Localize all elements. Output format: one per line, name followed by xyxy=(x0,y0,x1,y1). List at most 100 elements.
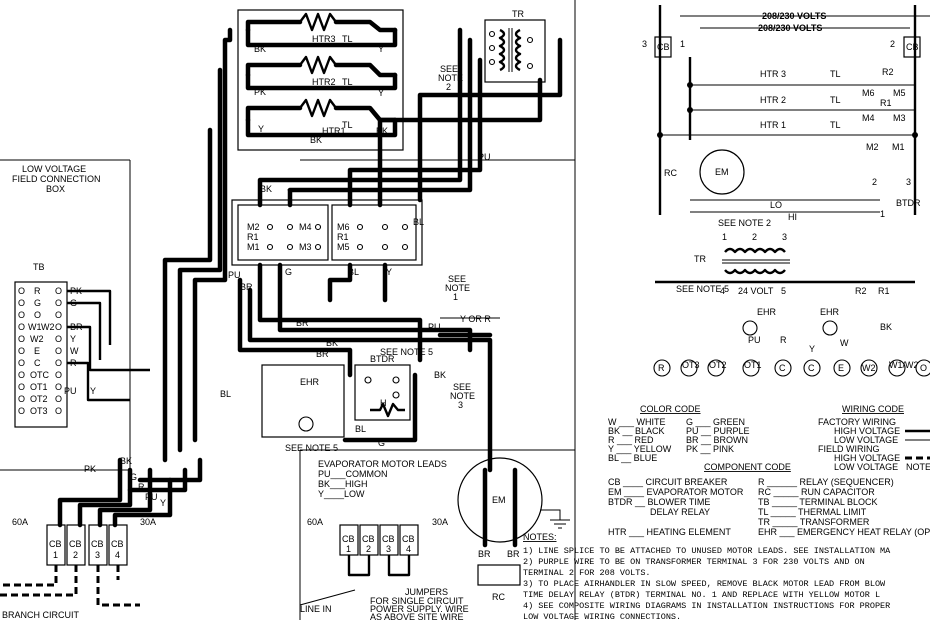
svg-text:O: O xyxy=(18,406,25,416)
transformer-coil xyxy=(498,28,522,72)
svg-text:O: O xyxy=(18,298,25,308)
svg-text:3: 3 xyxy=(458,400,463,410)
notes-title: NOTES: xyxy=(523,532,557,542)
svg-text:3) TO PLACE AIRHANDLER IN SLOW: 3) TO PLACE AIRHANDLER IN SLOW SPEED, RE… xyxy=(523,579,886,589)
wire-label-pu: PU xyxy=(145,492,158,502)
label-see-note-2: SEE NOTE 2 xyxy=(718,218,771,228)
cb-left xyxy=(654,36,672,58)
svg-text:G: G xyxy=(34,298,41,308)
svg-text:EHR: EHR xyxy=(820,307,840,317)
svg-text:CB: CB xyxy=(111,539,124,549)
svg-text:OT3: OT3 xyxy=(30,406,48,416)
label-r1: R1 xyxy=(247,232,259,242)
label-bk-high: BK___HIGH xyxy=(318,479,368,489)
svg-text:C: C xyxy=(808,363,815,373)
heater-htr1: Y HTR1 TL BK BK xyxy=(245,98,398,145)
svg-text:LOW VOLTAGE: LOW VOLTAGE xyxy=(834,435,898,445)
label-rc: RC xyxy=(492,592,505,602)
em-motor-icon xyxy=(699,149,745,195)
svg-text:1: 1 xyxy=(346,544,351,554)
svg-text:BR __ BROWN: BR __ BROWN xyxy=(686,435,748,445)
wire-label-y: Y xyxy=(386,267,392,277)
svg-text:2) PURPLE WIRE TO BE ON TRANSF: 2) PURPLE WIRE TO BE ON TRANSFORMER TERM… xyxy=(523,557,865,567)
svg-text:HIGH VOLTAGE: HIGH VOLTAGE xyxy=(834,453,900,463)
label-y-or-r: Y OR R xyxy=(460,314,491,324)
label-tl: TL xyxy=(342,34,353,44)
label-em: EM xyxy=(492,495,506,505)
label-cb-num: 3 xyxy=(642,39,647,49)
svg-text:2: 2 xyxy=(73,550,78,560)
svg-text:CB: CB xyxy=(402,534,415,544)
label-br: BR xyxy=(507,549,520,559)
svg-text:M2: M2 xyxy=(866,142,879,152)
svg-text:TERMINAL 2 FOR 208 VOLTS.: TERMINAL 2 FOR 208 VOLTS. xyxy=(523,568,651,578)
svg-text:O: O xyxy=(18,334,25,344)
svg-text:BK: BK xyxy=(880,322,892,332)
label-rc: RC xyxy=(664,168,677,178)
svg-text:W2: W2 xyxy=(30,334,44,344)
svg-text:M5: M5 xyxy=(893,88,906,98)
label-voltage-inner: 208/230 VOLTS xyxy=(758,23,822,33)
label-tr: TR xyxy=(512,9,524,19)
svg-text:CB: CB xyxy=(906,42,919,52)
label-br: BR xyxy=(478,549,491,559)
field-wire xyxy=(96,565,140,607)
svg-text:1) LINE SPLICE TO BE ATTACHED: 1) LINE SPLICE TO BE ATTACHED TO UNUSED … xyxy=(523,546,891,556)
svg-text:W: W xyxy=(840,338,849,348)
svg-text:HTR 2: HTR 2 xyxy=(760,95,786,105)
svg-text:M4: M4 xyxy=(862,113,875,123)
wire-label-bl: BL xyxy=(220,389,231,399)
wire-label-br: BR xyxy=(240,282,253,292)
svg-text:FACTORY WIRING: FACTORY WIRING xyxy=(818,417,896,427)
relay-r1-r2 xyxy=(237,204,329,261)
schematic-heater-rows: HTR 3 HTR 2 HTR 1 TL TL TL R2 M6 M5 R1 M… xyxy=(660,67,915,152)
svg-text:OT1: OT1 xyxy=(744,360,762,370)
label-m5: M5 xyxy=(337,242,350,252)
thermostat-terminals: R OT3 OT2 OT1 C C E W2 W1/W2 O xyxy=(653,359,930,377)
svg-text:O: O xyxy=(55,286,62,296)
svg-text:PU: PU xyxy=(748,335,761,345)
svg-text:R2: R2 xyxy=(855,286,867,296)
svg-text:PK __ PINK: PK __ PINK xyxy=(686,444,734,454)
label-bk: BK xyxy=(254,44,266,54)
svg-text:W: W xyxy=(70,346,79,356)
see-note-1: SEE NOTE 1 xyxy=(445,274,470,302)
svg-text:4: 4 xyxy=(115,550,120,560)
label-pk: PK xyxy=(254,87,266,97)
svg-text:R1: R1 xyxy=(880,98,892,108)
svg-text:M6: M6 xyxy=(862,88,875,98)
transformer-primary xyxy=(724,247,786,254)
wire-label-bl: BL xyxy=(355,424,366,434)
svg-text:HTR 1: HTR 1 xyxy=(760,120,786,130)
wire-label-bk: BK xyxy=(120,456,132,466)
svg-text:PU: PU xyxy=(64,386,77,396)
label-30a: 30A xyxy=(140,517,156,527)
svg-text:NOTE: NOTE xyxy=(450,391,475,401)
svg-text:R ______ RELAY (SEQUENCER): R ______ RELAY (SEQUENCER) xyxy=(758,477,894,487)
label-60a: 60A xyxy=(307,517,323,527)
run-capacitor xyxy=(477,564,521,586)
svg-text:2: 2 xyxy=(752,232,757,242)
svg-text:Y ___ YELLOW: Y ___ YELLOW xyxy=(608,444,672,454)
svg-text:Y: Y xyxy=(809,344,815,354)
svg-text:TL _____ THERMAL LIMIT: TL _____ THERMAL LIMIT xyxy=(758,507,867,517)
svg-text:G ___ GREEN: G ___ GREEN xyxy=(686,417,745,427)
label-cb-num: 2 xyxy=(890,39,895,49)
svg-text:3: 3 xyxy=(95,550,100,560)
cb-right xyxy=(903,36,921,58)
wire-label-bk: BK xyxy=(260,184,272,194)
svg-text:TL: TL xyxy=(830,95,841,105)
svg-text:CB: CB xyxy=(342,534,355,544)
label-tl: TL xyxy=(342,120,353,130)
svg-text:24 VOLT: 24 VOLT xyxy=(738,286,774,296)
see-note-3: SEE NOTE 3 xyxy=(450,382,475,410)
svg-text:Y: Y xyxy=(90,386,96,396)
svg-text:CB ____ CIRCUIT BREAKER: CB ____ CIRCUIT BREAKER xyxy=(608,477,728,487)
relay-r3 xyxy=(331,204,417,261)
label-y-low: Y____LOW xyxy=(318,489,365,499)
svg-text:W2: W2 xyxy=(41,322,55,332)
svg-text:CB: CB xyxy=(69,539,82,549)
label-ehr: EHR xyxy=(300,377,320,387)
